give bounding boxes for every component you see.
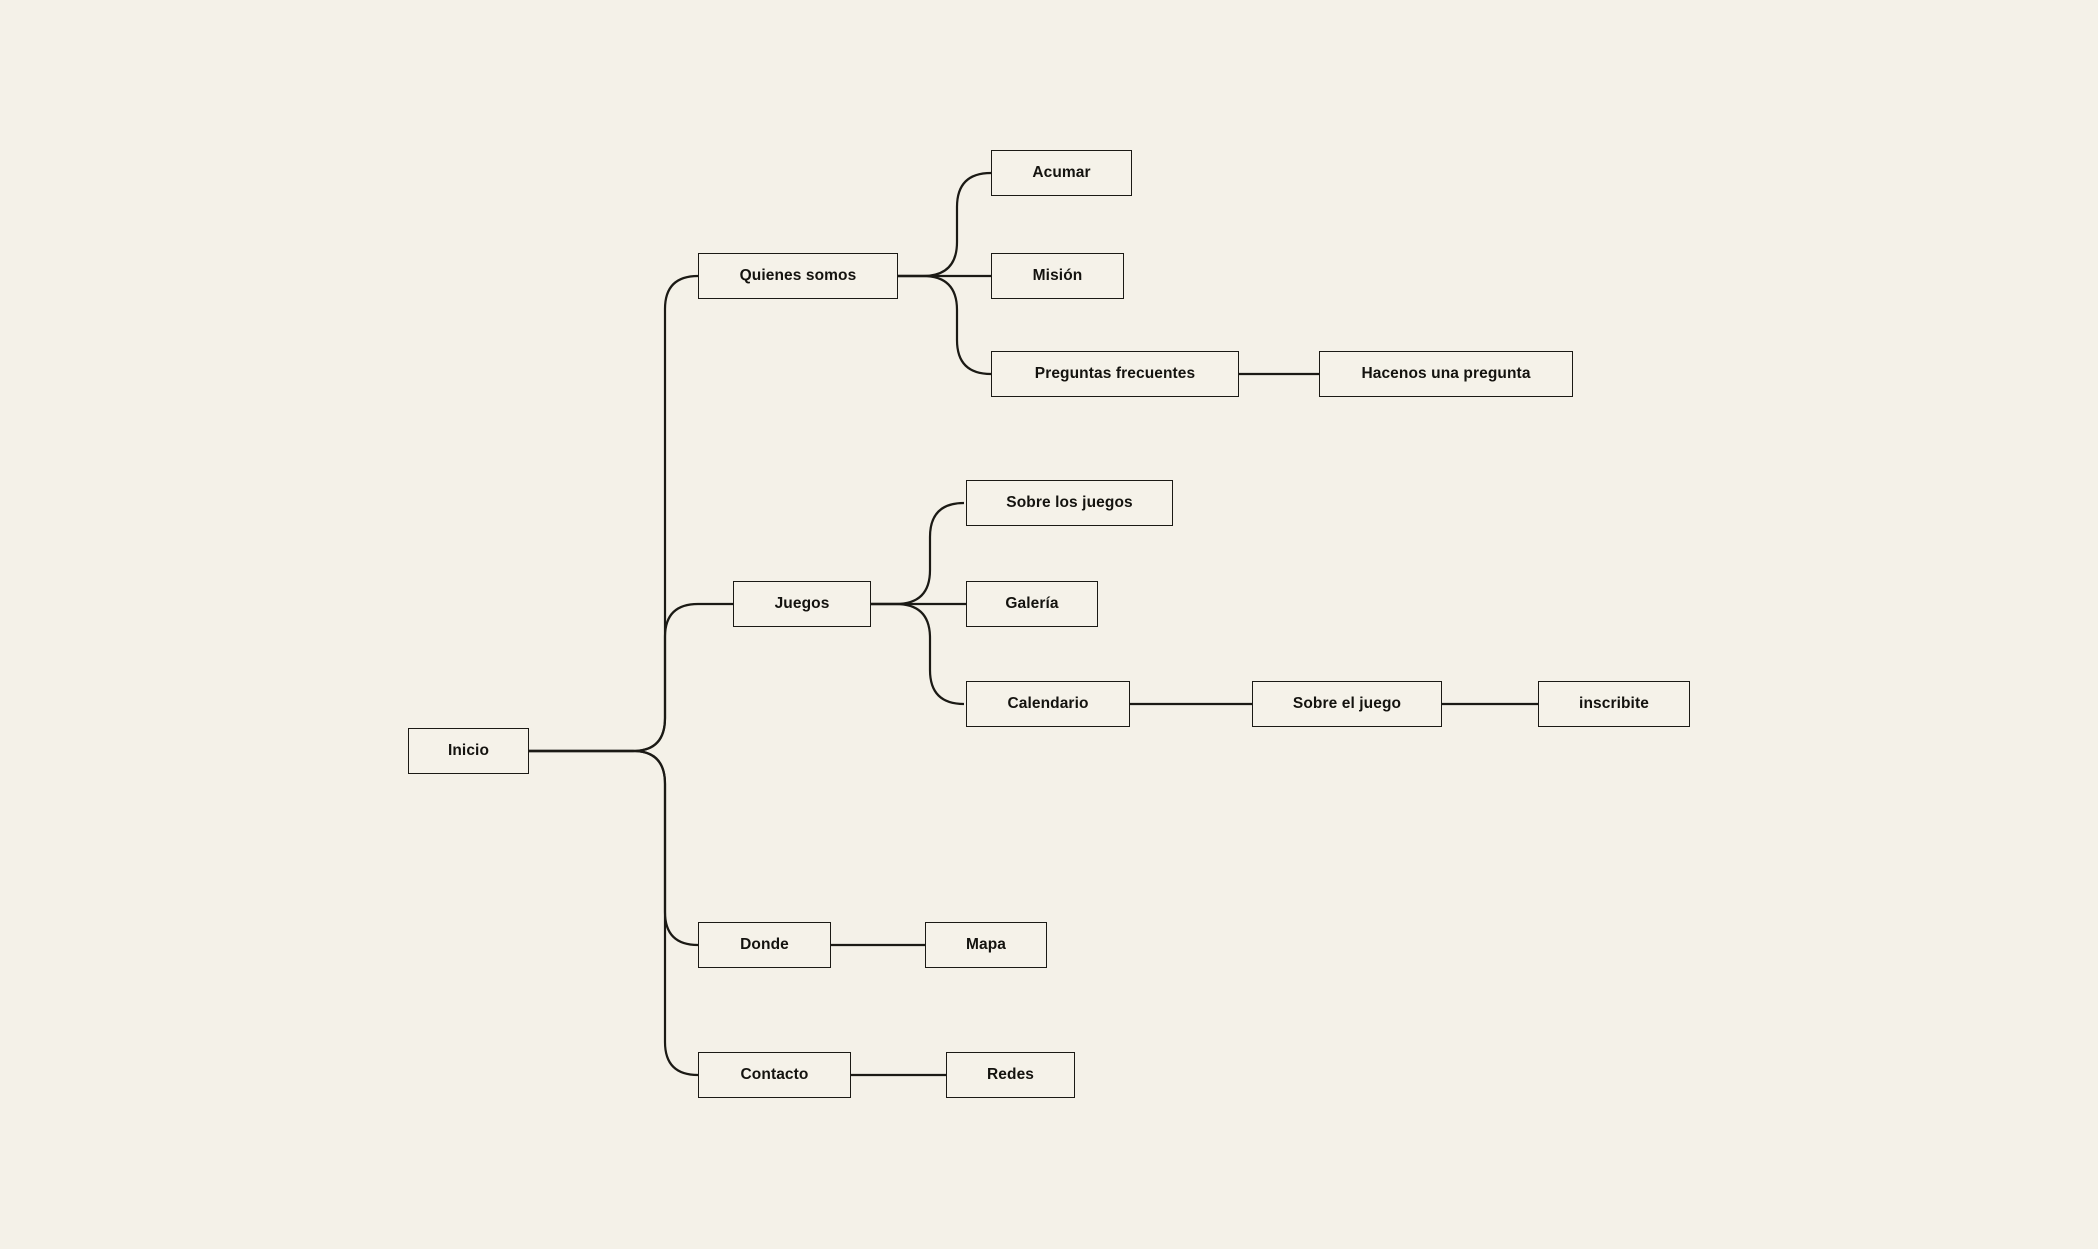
edge-juegos-calendario	[871, 602, 965, 706]
node-calendario[interactable]: Calendario	[966, 681, 1130, 727]
node-inicio[interactable]: Inicio	[408, 728, 529, 774]
edge-quienes-acumar	[898, 171, 992, 278]
node-mision[interactable]: Misión	[991, 253, 1124, 299]
node-juegos[interactable]: Juegos	[733, 581, 871, 627]
node-quienes-somos[interactable]: Quienes somos	[698, 253, 898, 299]
node-acumar[interactable]: Acumar	[991, 150, 1132, 196]
edge-inicio-contacto	[529, 749, 699, 1077]
node-contacto[interactable]: Contacto	[698, 1052, 851, 1098]
node-redes[interactable]: Redes	[946, 1052, 1075, 1098]
edge-inicio-donde	[529, 749, 699, 947]
node-hacenos-una-pregunta[interactable]: Hacenos una pregunta	[1319, 351, 1573, 397]
edge-quienes-preguntas	[898, 274, 992, 376]
node-sobre-los-juegos[interactable]: Sobre los juegos	[966, 480, 1173, 526]
node-mapa[interactable]: Mapa	[925, 922, 1047, 968]
node-inscribite[interactable]: inscribite	[1538, 681, 1690, 727]
edge-inicio-juegos	[529, 602, 733, 753]
node-galeria[interactable]: Galería	[966, 581, 1098, 627]
edge-juegos-sobre-los-juegos	[871, 501, 965, 606]
edge-inicio-quienes-somos	[529, 274, 699, 753]
node-preguntas-frecuentes[interactable]: Preguntas frecuentes	[991, 351, 1239, 397]
node-sobre-el-juego[interactable]: Sobre el juego	[1252, 681, 1442, 727]
node-donde[interactable]: Donde	[698, 922, 831, 968]
